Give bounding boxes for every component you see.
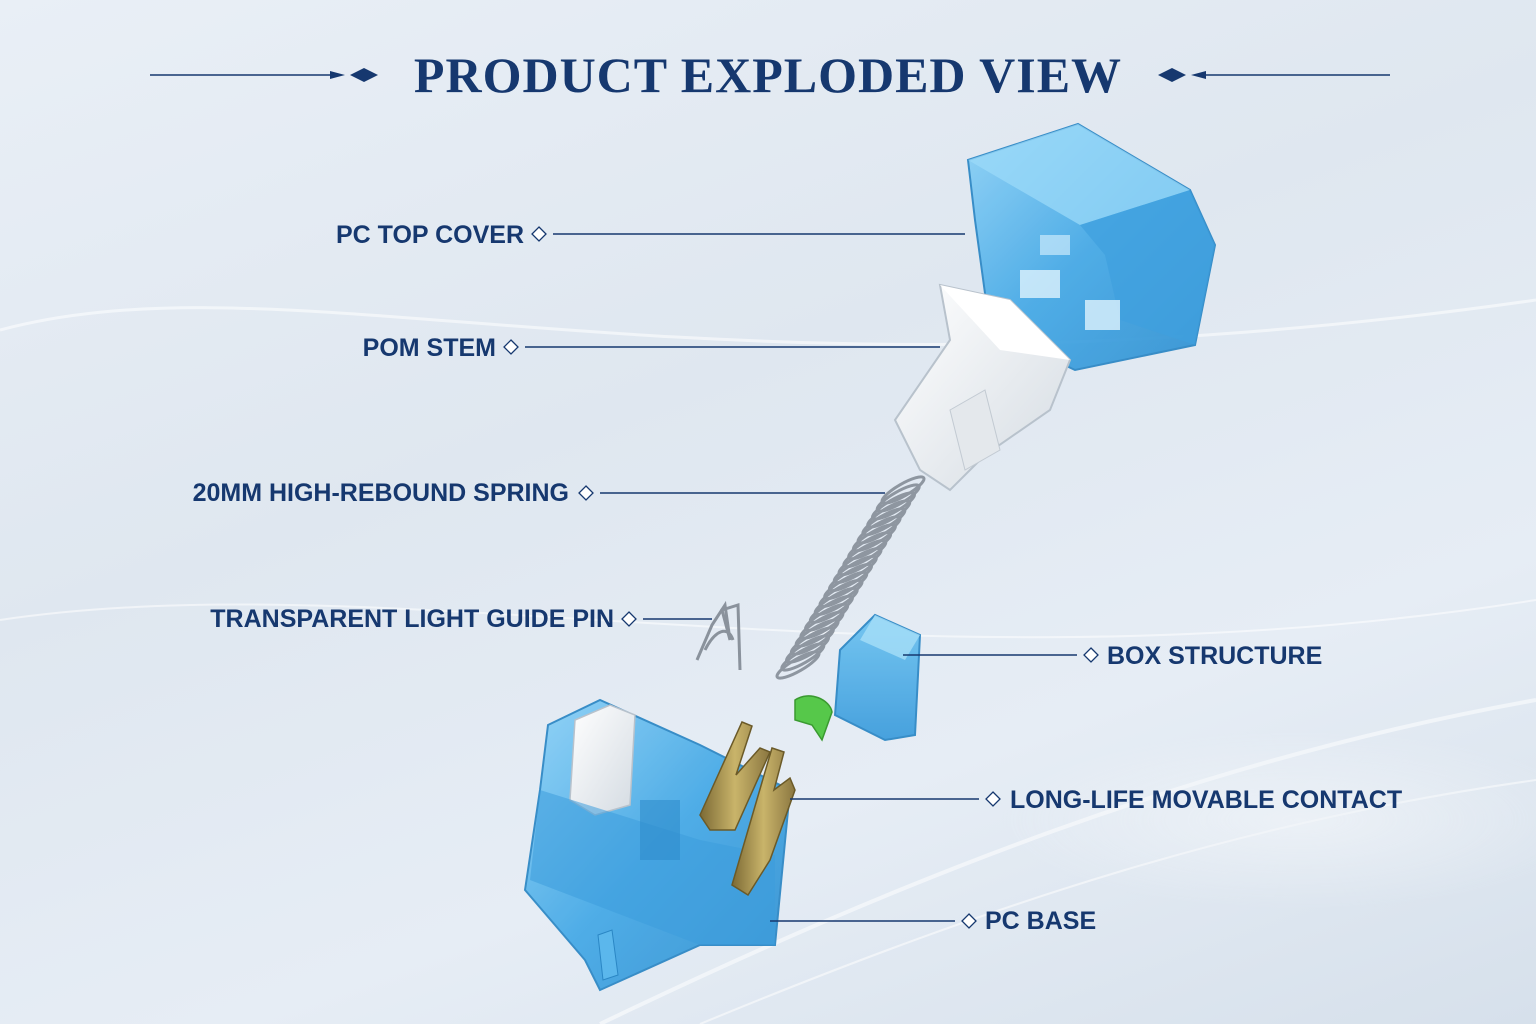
label-spring: 20MM HIGH-REBOUND SPRING — [192, 479, 569, 507]
pom-stem-part — [893, 283, 1072, 492]
light-guide-pin-part — [695, 600, 742, 671]
leader-lines — [503, 226, 1099, 929]
label-pc-base: PC BASE — [985, 907, 1097, 935]
spring-part — [775, 475, 926, 680]
spring-coil — [775, 650, 821, 680]
label-pc-top-cover: PC TOP COVER — [335, 221, 524, 249]
movable-contact-part — [699, 721, 796, 897]
label-pom-stem: POM STEM — [362, 334, 496, 362]
pc-top-cover-part — [966, 122, 1217, 372]
title-ornament-right — [1158, 68, 1390, 82]
label-movable-contact: LONG-LIFE MOVABLE CONTACT — [1010, 786, 1403, 814]
label-box-structure: BOX STRUCTURE — [1107, 642, 1323, 670]
label-light-guide-pin: TRANSPARENT LIGHT GUIDE PIN — [210, 605, 614, 633]
title-ornament-left — [150, 68, 378, 82]
box-structure-part — [794, 613, 922, 742]
page-title: PRODUCT EXPLODED VIEW — [413, 47, 1123, 103]
